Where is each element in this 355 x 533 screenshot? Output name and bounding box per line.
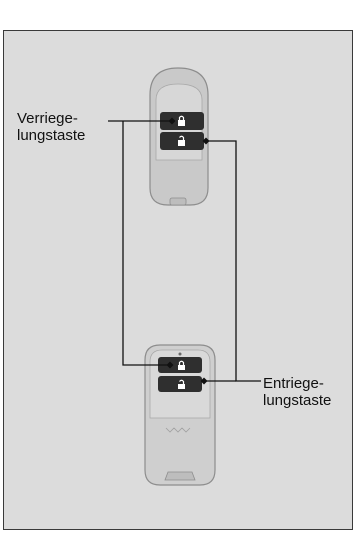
padlock-open-icon bbox=[178, 379, 185, 389]
folding-key-tip bbox=[169, 197, 187, 206]
smart-key-texture bbox=[165, 427, 191, 433]
marker-diamond bbox=[166, 361, 174, 369]
padlock-closed-icon bbox=[178, 360, 185, 370]
padlock-closed-icon bbox=[178, 115, 185, 126]
smart-key bbox=[144, 344, 216, 486]
callout-markers bbox=[166, 117, 210, 385]
unlock-button-label: Entriege- lungstaste bbox=[263, 375, 332, 409]
lock-button-label: Verriege- lungstaste bbox=[17, 110, 86, 144]
unlock-callout-lines bbox=[204, 140, 261, 382]
marker-diamond bbox=[200, 377, 208, 385]
padlock-open-icon bbox=[178, 135, 185, 146]
folding-key bbox=[149, 67, 209, 206]
smart-key-release bbox=[164, 471, 196, 481]
marker-diamond bbox=[202, 137, 210, 145]
marker-diamond bbox=[168, 117, 176, 125]
smart-key-indicator bbox=[178, 352, 182, 356]
lock-callout-lines bbox=[108, 120, 172, 366]
